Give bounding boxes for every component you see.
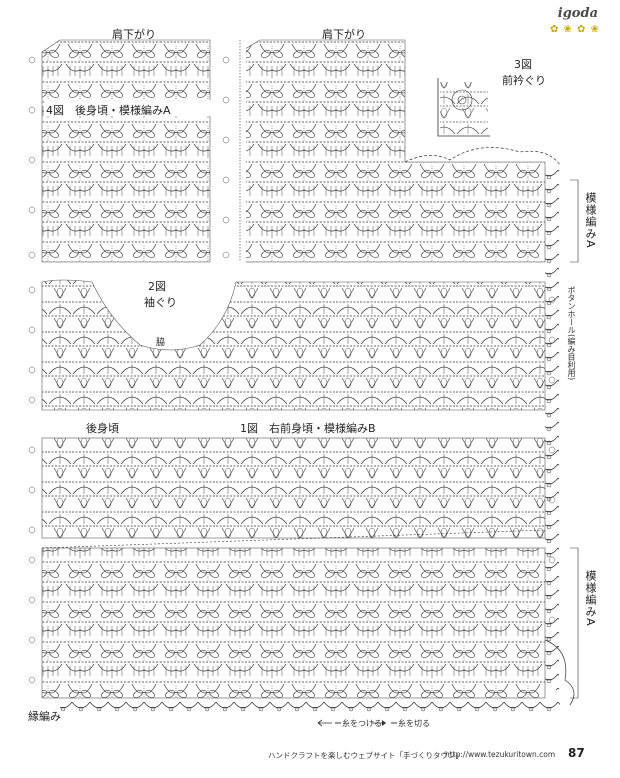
edging-label: 縁編み — [28, 710, 61, 723]
fig2-number: 2図 — [148, 280, 166, 293]
fig4-title: 4図 後身頃・模様編みA — [46, 104, 171, 117]
fig1-title: 1図 右前身頃・模様編みB — [240, 422, 376, 435]
legend-attach-text: ＝糸をつける — [334, 719, 382, 728]
fig4-back-section — [41, 39, 216, 263]
legend-attach-arrow — [317, 719, 332, 727]
fig3-title: 前衿ぐり — [502, 74, 546, 87]
footer-site-text: ハンドクラフトを楽しむウェブサイト「手づくりタウン」 — [268, 751, 463, 760]
armhole-section — [41, 279, 546, 411]
row-markers-right — [548, 296, 556, 624]
row-markers-left — [28, 56, 36, 684]
pattern-a-bottom-label: 模様編みA — [584, 570, 597, 627]
shoulder-slope-right-label: 肩下がり — [322, 28, 366, 41]
neckline-edge — [404, 147, 561, 166]
brand-logo: igoda — [557, 6, 598, 21]
footer-url: http://www.tezukuritown.com — [445, 750, 556, 759]
shoulder-slope-left-label: 肩下がり — [112, 28, 156, 41]
fig1-front-section — [41, 437, 546, 699]
page-number: 87 — [568, 746, 585, 760]
pattern-a-top-label: 模様編みA — [584, 192, 597, 249]
side-seam-marker: 脇 — [156, 338, 166, 348]
pattern-a-bracket-top — [570, 179, 579, 263]
brand-decoration: ✿ ❀ ✿ ❀ — [549, 24, 600, 35]
edging-border — [60, 170, 575, 714]
row-markers-middle — [222, 56, 230, 259]
upper-front-section — [232, 39, 546, 263]
legend-cut-text: ＝糸を切る — [390, 719, 430, 728]
fig3-inset — [437, 78, 490, 137]
fig2-title: 袖ぐり — [144, 296, 177, 309]
fig3-number: 3図 — [514, 58, 532, 71]
buttonhole-note: ボタンホール(編み目利用) — [567, 286, 576, 381]
back-body-label: 後身頃 — [86, 422, 119, 435]
legend-cut-head — [382, 720, 386, 726]
pattern-a-bracket-bottom — [570, 547, 579, 699]
